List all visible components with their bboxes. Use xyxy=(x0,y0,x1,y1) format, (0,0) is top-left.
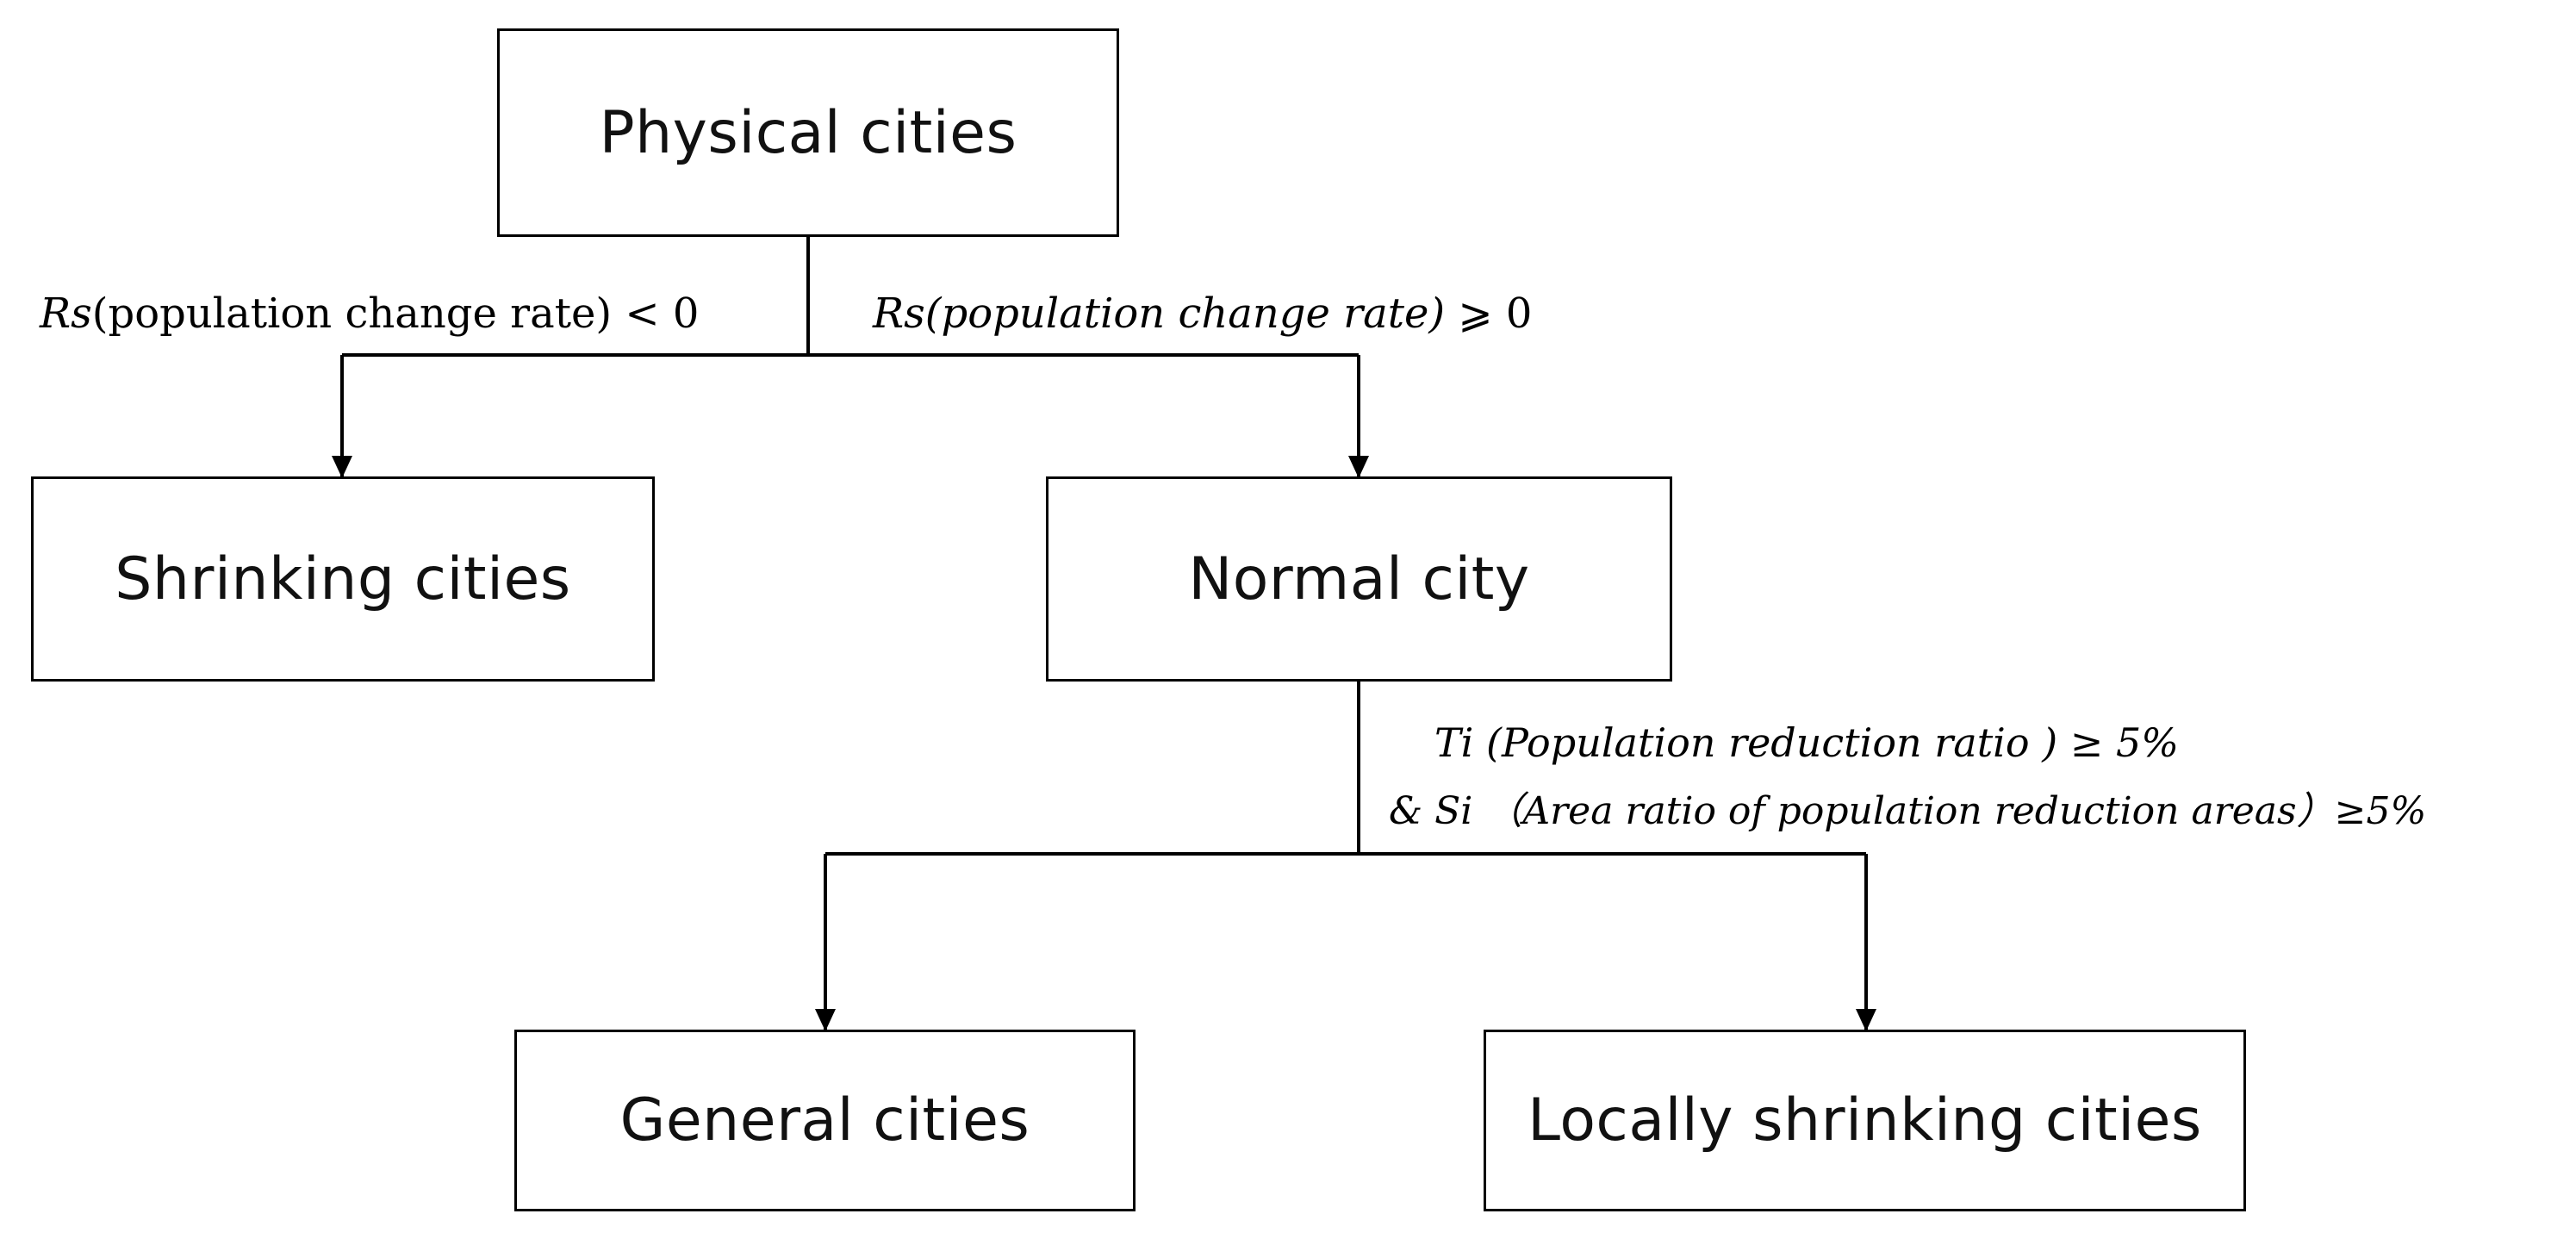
condition-right-desc: (population change rate) xyxy=(924,289,1446,338)
node-physical-cities: Physical cities xyxy=(497,28,1119,237)
node-shrinking-cities: Shrinking cities xyxy=(31,476,655,682)
condition-right-op: ⩾ 0 xyxy=(1445,289,1533,338)
arrowhead-general xyxy=(815,1009,836,1031)
condition-lower-line2: & Si （Area ratio of population reduction… xyxy=(1389,793,2426,831)
condition-right-var: Rs xyxy=(873,289,925,338)
condition-left-var: Rs xyxy=(40,289,92,338)
node-shrinking-cities-label: Shrinking cities xyxy=(115,545,571,613)
node-normal-city-label: Normal city xyxy=(1188,545,1530,613)
node-locally-shrinking-cities: Locally shrinking cities xyxy=(1484,1030,2246,1211)
node-general-cities: General cities xyxy=(514,1030,1136,1211)
condition-left-desc: (population change rate) xyxy=(91,289,613,338)
node-locally-shrinking-cities-label: Locally shrinking cities xyxy=(1528,1086,2202,1155)
arrowhead-normal xyxy=(1348,456,1369,478)
node-general-cities-label: General cities xyxy=(619,1086,1030,1155)
condition-lower-line1: Ti (Population reduction ratio ) ≥ 5% xyxy=(1434,723,2179,763)
arrowhead-locally xyxy=(1856,1009,1876,1031)
node-normal-city: Normal city xyxy=(1046,476,1672,682)
node-physical-cities-label: Physical cities xyxy=(599,98,1017,167)
condition-lower-line1-text: Ti (Population reduction ratio ) ≥ 5% xyxy=(1434,719,2179,766)
condition-right: Rs(population change rate) ⩾ 0 xyxy=(873,293,1532,334)
condition-left-op: < 0 xyxy=(612,289,700,338)
arrowhead-shrinking xyxy=(332,456,352,478)
condition-left: Rs(population change rate) < 0 xyxy=(40,293,699,334)
condition-lower-line2-text: & Si （Area ratio of population reduction… xyxy=(1389,789,2427,833)
